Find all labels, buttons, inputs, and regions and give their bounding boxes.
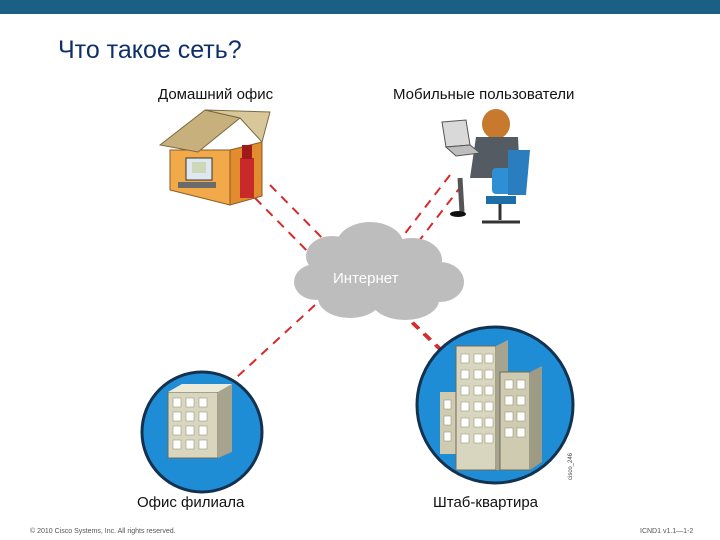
connection-hq-internet-2 (399, 311, 447, 357)
home-office-icon (158, 109, 271, 206)
label-branch-office: Офис филиала (137, 494, 245, 511)
connection-mobile-internet (399, 174, 451, 241)
headquarters-icon (415, 325, 575, 485)
label-internet: Интернет (333, 270, 399, 287)
label-headquarters: Штаб-квартира (433, 494, 539, 511)
connection-home-internet (269, 184, 331, 247)
top-accent-bar (0, 0, 720, 14)
copyright-footer: © 2010 Cisco Systems, Inc. All rights re… (30, 528, 176, 535)
label-home-office: Домашний офис (158, 86, 274, 103)
mobile-user-icon (441, 109, 530, 224)
branch-office-icon (140, 370, 264, 494)
page-reference: ICND1 v1.1—1-2 (640, 528, 694, 535)
page-title: Что такое сеть? (58, 36, 242, 64)
figure-code: cisco_246 (568, 452, 574, 480)
label-mobile-users: Мобильные пользователи (393, 86, 575, 103)
internet-cloud-icon (294, 222, 464, 320)
connection-branch-internet (224, 304, 316, 389)
